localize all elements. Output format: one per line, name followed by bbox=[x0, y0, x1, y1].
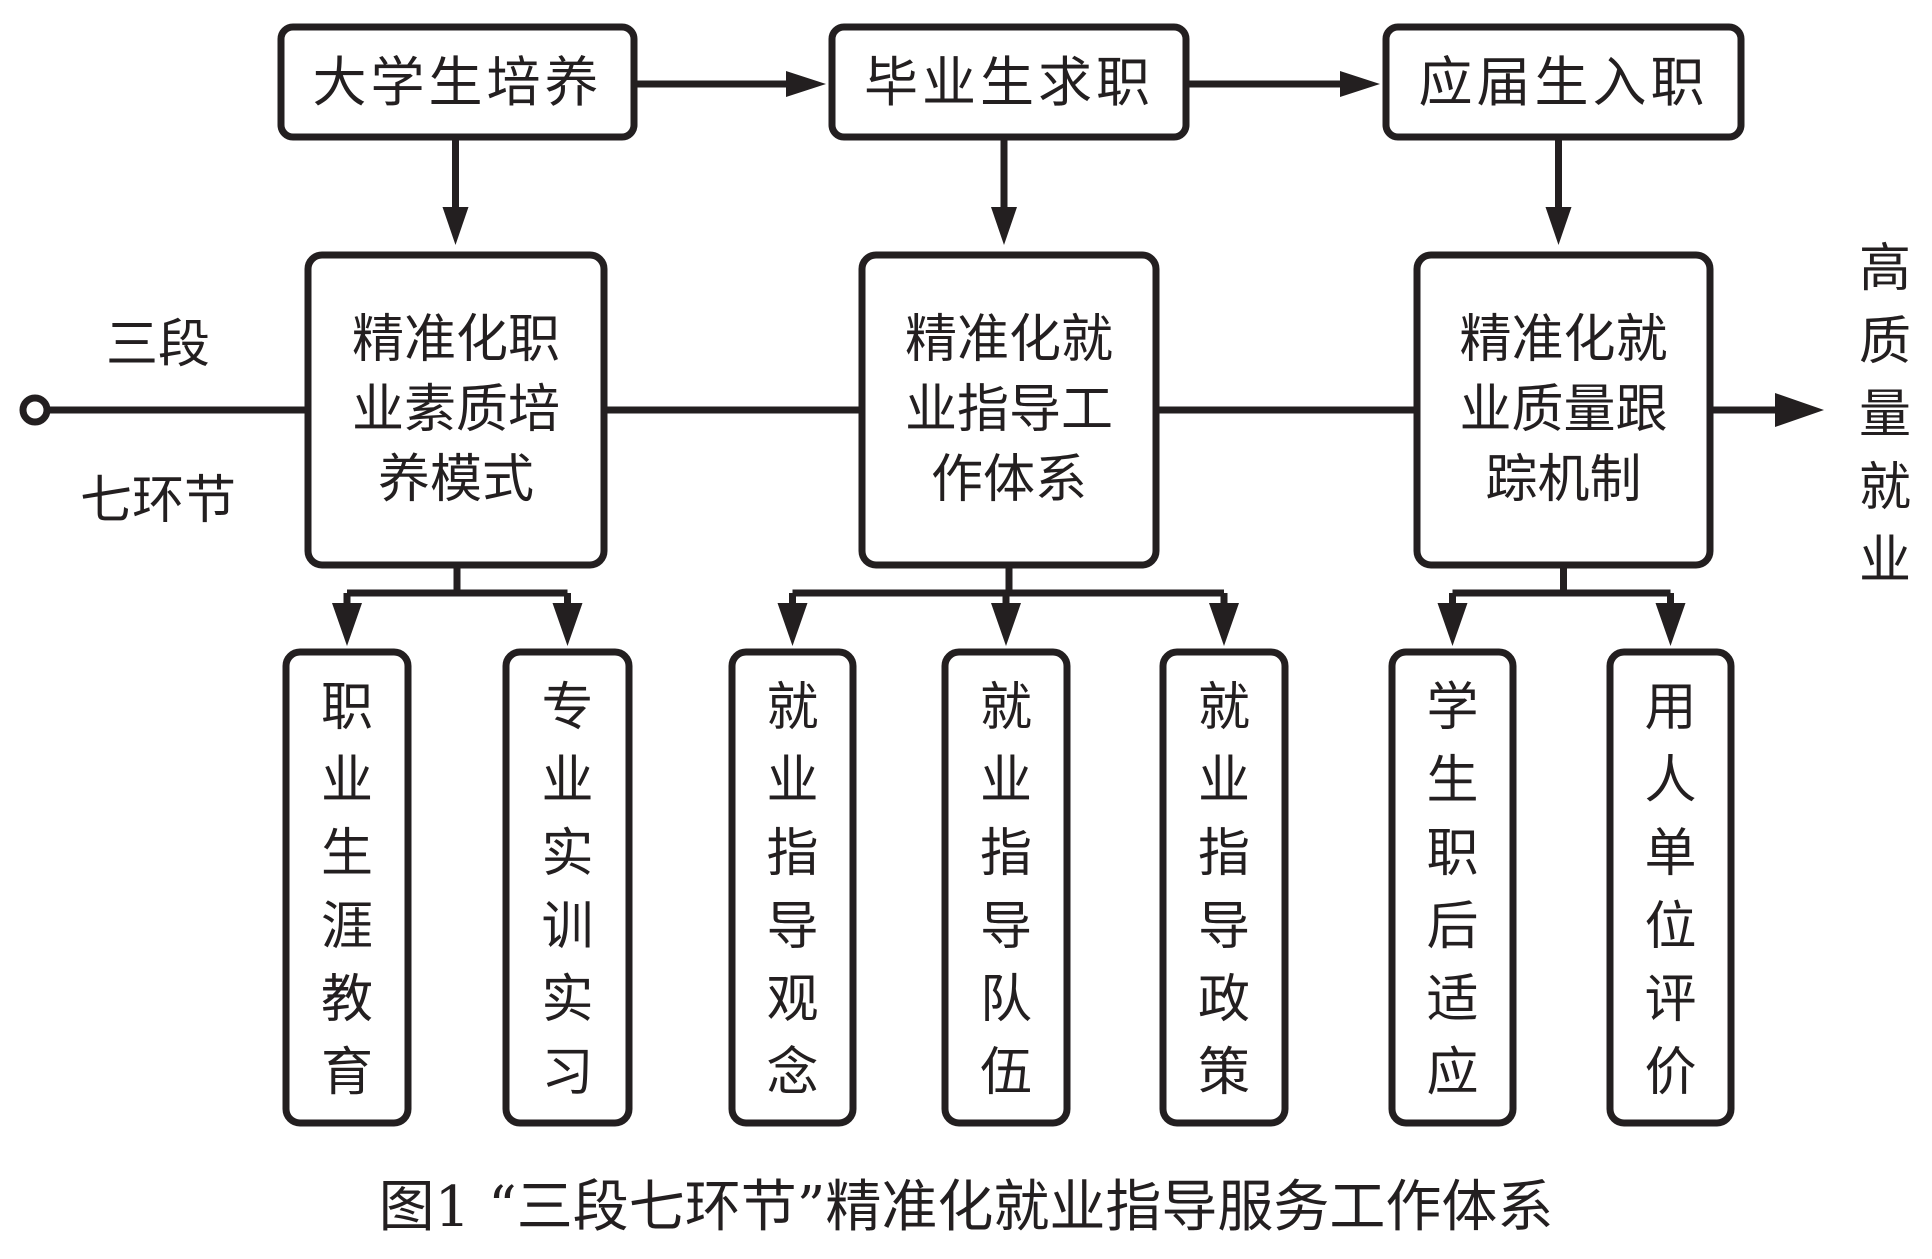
link-label-char: 生 bbox=[321, 824, 373, 884]
link-label-char: 就 bbox=[766, 678, 818, 738]
outcome-char: 量 bbox=[1859, 385, 1911, 445]
axis-label-links: 七环节 bbox=[80, 471, 236, 531]
link-label-char: 导 bbox=[980, 897, 1032, 957]
outcome-arrow-icon bbox=[1775, 393, 1824, 427]
link-label-char: 学 bbox=[1426, 678, 1478, 738]
arrow-down-icon bbox=[442, 207, 469, 245]
link-label-char: 业 bbox=[541, 751, 593, 811]
link-label-char: 业 bbox=[766, 751, 818, 811]
arrow-down-icon bbox=[552, 603, 583, 646]
link-label-char: 用 bbox=[1644, 678, 1696, 738]
system-label-line: 精准化职 bbox=[352, 310, 560, 370]
stage-box-3: 应届生入职 bbox=[1382, 23, 1745, 141]
link-label-char: 实 bbox=[541, 970, 593, 1030]
axis-label-stages: 三段 bbox=[106, 315, 210, 375]
stage-box-1: 大学生培养 bbox=[277, 23, 638, 141]
link-label-char: 职 bbox=[321, 678, 373, 738]
link-label-char: 观 bbox=[766, 970, 818, 1030]
stage-label: 大学生培养 bbox=[313, 51, 603, 114]
link-label-char: 训 bbox=[541, 897, 593, 957]
stage-label: 毕业生求职 bbox=[864, 51, 1154, 114]
outcome-char: 质 bbox=[1859, 312, 1911, 372]
stage-box-2: 毕业生求职 bbox=[828, 23, 1190, 141]
stage-label: 应届生入职 bbox=[1419, 51, 1709, 114]
system-label-line: 业质量跟 bbox=[1459, 380, 1667, 440]
system-label-line: 业素质培 bbox=[352, 380, 560, 440]
link-label-char: 念 bbox=[766, 1043, 818, 1103]
start-node-icon bbox=[19, 394, 51, 426]
arrow-down-icon bbox=[1209, 603, 1239, 646]
arrow-down-icon bbox=[1437, 603, 1468, 646]
link-label-char: 职 bbox=[1426, 824, 1478, 884]
link-label-char: 就 bbox=[980, 678, 1032, 738]
link-label-char: 人 bbox=[1644, 751, 1696, 811]
link-label-char: 单 bbox=[1644, 824, 1696, 884]
link-label-char: 价 bbox=[1644, 1043, 1696, 1103]
arrow-down-icon bbox=[991, 603, 1021, 646]
outcome-char: 高 bbox=[1859, 239, 1911, 299]
link-label-char: 业 bbox=[980, 751, 1032, 811]
system-label-line: 养模式 bbox=[378, 450, 534, 510]
link-label-char: 指 bbox=[1198, 824, 1250, 884]
arrow-right-icon bbox=[786, 71, 826, 97]
figure-caption: 图1 “三段七环节”精准化就业指导服务工作体系 bbox=[379, 1175, 1554, 1240]
link-label-char: 政 bbox=[1198, 970, 1250, 1030]
outcome-char: 就 bbox=[1859, 458, 1911, 518]
link-label-char: 队 bbox=[980, 970, 1032, 1030]
link-label-char: 业 bbox=[321, 751, 373, 811]
arrow-down-icon bbox=[332, 603, 362, 646]
link-label-char: 导 bbox=[766, 897, 818, 957]
system-label-line: 精准化就 bbox=[905, 310, 1113, 370]
system-label-line: 业指导工 bbox=[905, 380, 1113, 440]
link-label-char: 指 bbox=[980, 824, 1032, 884]
system-label-line: 踪机制 bbox=[1485, 450, 1641, 510]
link-label-char: 应 bbox=[1426, 1043, 1478, 1103]
link-label-char: 育 bbox=[321, 1043, 373, 1103]
link-label-char: 教 bbox=[321, 970, 373, 1030]
link-label-char: 专 bbox=[541, 678, 593, 738]
link-label-char: 适 bbox=[1426, 970, 1478, 1030]
link-label-char: 习 bbox=[541, 1043, 593, 1103]
system-label-line: 精准化就 bbox=[1459, 310, 1667, 370]
link-label-char: 业 bbox=[1198, 751, 1250, 811]
link-label-char: 实 bbox=[541, 824, 593, 884]
link-label-char: 指 bbox=[766, 824, 818, 884]
link-label-char: 伍 bbox=[980, 1043, 1032, 1103]
link-label-char: 导 bbox=[1198, 897, 1250, 957]
system-label-line: 作体系 bbox=[931, 450, 1087, 510]
link-label-char: 涯 bbox=[321, 897, 373, 957]
link-label-char: 位 bbox=[1644, 897, 1696, 957]
link-label-char: 就 bbox=[1198, 678, 1250, 738]
arrow-down-icon bbox=[1655, 603, 1686, 646]
link-label-char: 后 bbox=[1426, 897, 1478, 957]
outcome-char: 业 bbox=[1859, 531, 1911, 591]
link-label-char: 生 bbox=[1426, 751, 1478, 811]
arrow-down-icon bbox=[991, 207, 1017, 245]
link-label-char: 评 bbox=[1644, 970, 1696, 1030]
link-label-char: 策 bbox=[1198, 1043, 1250, 1103]
arrow-down-icon bbox=[777, 603, 808, 646]
arrow-down-icon bbox=[1545, 207, 1572, 245]
arrow-right-icon bbox=[1340, 71, 1380, 97]
